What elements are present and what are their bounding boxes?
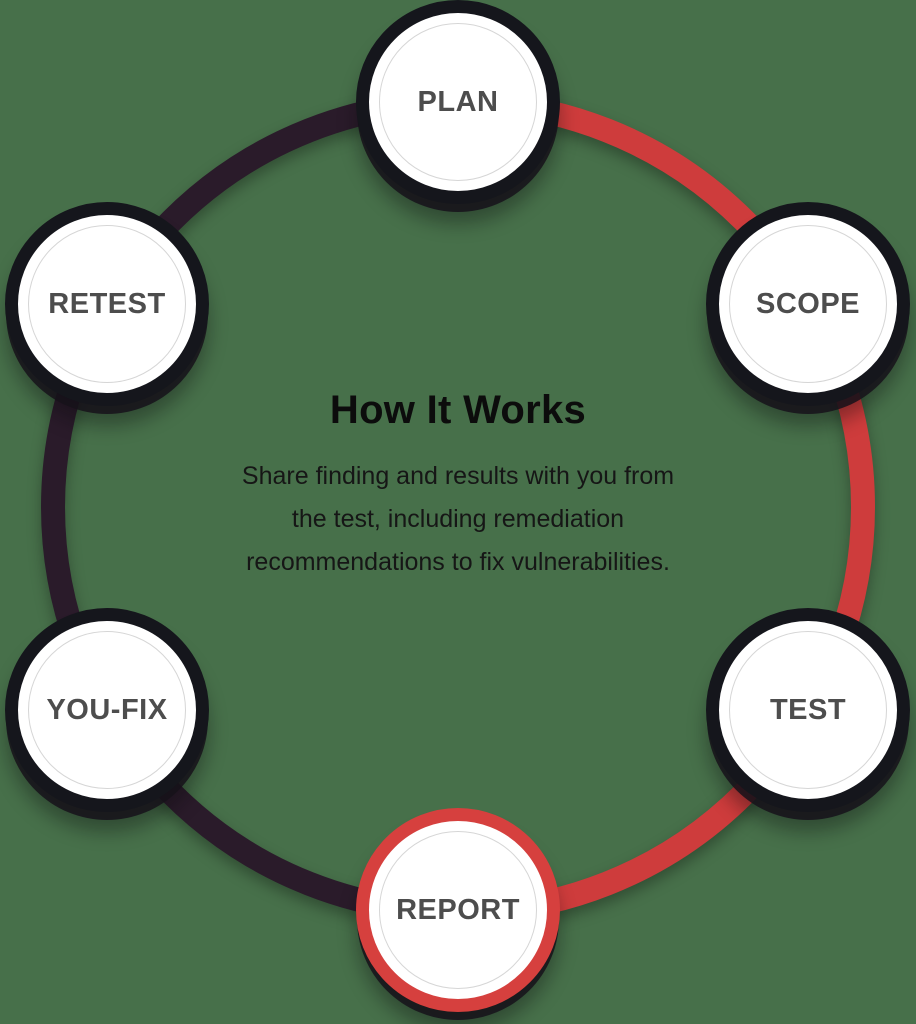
step-label: TEST: [769, 693, 847, 726]
step-node-plan: PLAN: [356, 0, 560, 204]
diagram-description-line: the test, including remediation: [291, 505, 625, 533]
step-node-retest: RETEST: [5, 202, 209, 406]
diagram-description-line: Share finding and results with you from: [241, 462, 675, 490]
diagram-center-text: How It Works Share finding and results w…: [0, 388, 916, 584]
step-label: RETEST: [48, 287, 166, 320]
step-label: PLAN: [417, 85, 499, 118]
step-label: SCOPE: [755, 287, 861, 320]
step-label: YOU-FIX: [46, 693, 168, 726]
step-node-you-fix: YOU-FIX: [5, 608, 209, 812]
diagram-description-line: recommendations to fix vulnerabilities.: [246, 548, 670, 576]
step-node-report: REPORT: [356, 808, 560, 1012]
cycle-arc-red: [457, 90, 875, 924]
step-node-scope: SCOPE: [706, 202, 910, 406]
diagram-title: How It Works: [329, 388, 587, 432]
step-node-test: TEST: [706, 608, 910, 812]
step-label: REPORT: [396, 893, 520, 926]
cycle-arc-dark: [41, 90, 459, 924]
